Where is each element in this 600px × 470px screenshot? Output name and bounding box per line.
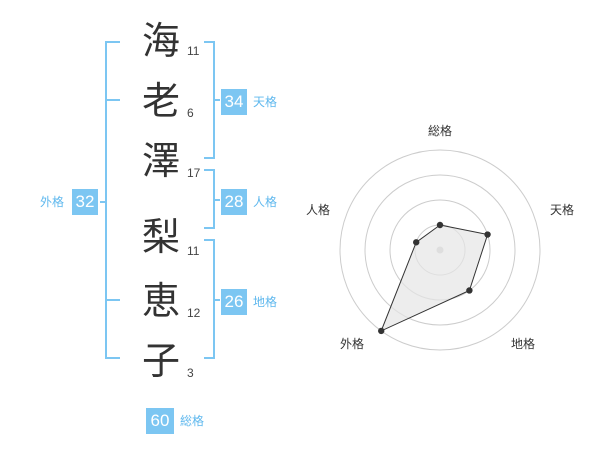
radar-ring-4 [339,149,541,351]
gaikaku-bracket [105,41,120,359]
soukaku-value-badge: 60 [146,408,174,434]
stroke-count-6: 3 [187,366,194,380]
name-char-2: 老 [141,79,180,123]
name-char-5: 恵 [141,279,180,323]
tenkaku-value-badge: 34 [221,89,247,115]
radar-point-tenkaku [484,231,491,238]
radar-ring-3 [364,174,516,326]
stroke-count-5: 12 [187,306,201,320]
radar-label-soukaku: 総格 [428,124,453,138]
chikaku-value-badge: 26 [221,289,247,315]
jinkaku-value-badge: 28 [221,189,247,215]
gaikaku-label: 外格 [40,195,65,209]
radar-point-gaikaku [378,327,385,335]
chikaku-label: 地格 [253,295,278,309]
tenkaku-label: 天格 [253,95,278,109]
radar-polygon [380,224,489,332]
radar-label-gaikaku: 外格 [340,337,365,351]
jinkaku-label: 人格 [253,195,278,209]
name-char-6: 子 [141,339,180,383]
stroke-count-2: 6 [187,106,194,120]
radar-point-soukaku [436,221,444,229]
name-char-4: 梨 [141,215,180,259]
soukaku-label: 総格 [180,414,205,428]
name-char-3: 澤 [141,139,180,183]
radar-label-tenkaku: 天格 [550,203,575,217]
stroke-count-3: 17 [187,166,201,180]
radar-point-jinkaku [413,239,420,246]
radar-label-jinkaku: 人格 [306,203,331,217]
radar-point-chikaku [466,287,473,294]
stroke-count-1: 11 [187,44,200,58]
name-char-1: 海 [141,19,180,63]
stroke-count-4: 11 [187,244,200,258]
gaikaku-value-badge: 32 [72,189,98,215]
radar-label-chikaku: 地格 [511,337,536,351]
